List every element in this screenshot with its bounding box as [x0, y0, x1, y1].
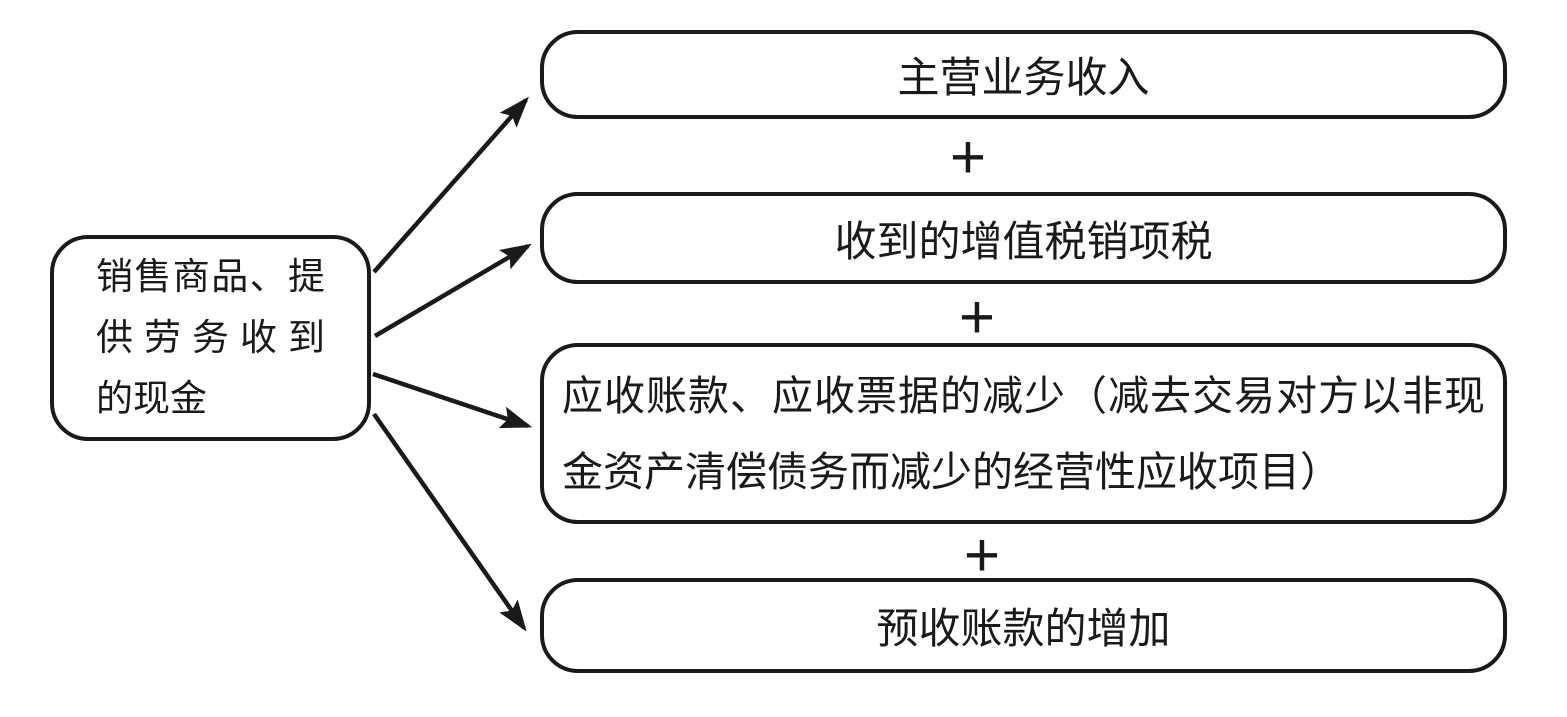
- source-box-line: 销售商品、提: [96, 256, 325, 298]
- target-box-main-revenue: 主营业务收入: [540, 30, 1507, 119]
- plus-operator: +: [958, 283, 996, 352]
- target-box-vat-output: 收到的增值税销项税: [540, 192, 1507, 284]
- arrow-to-advances-increase: [372, 412, 527, 632]
- target-label: 应收账款、应收票据的减少（减去交易对方以非现金资产清偿债务而减少的经营性应收项目…: [562, 372, 1485, 495]
- target-label: 收到的增值税销项税: [834, 219, 1213, 266]
- plus-operator: +: [963, 521, 1001, 590]
- source-box: 销售商品、提 供劳务收到 的现金: [50, 235, 371, 441]
- target-label: 主营业务收入: [897, 56, 1150, 102]
- arrow-to-main-revenue: [372, 96, 529, 274]
- target-box-receivables-decrease: 应收账款、应收票据的减少（减去交易对方以非现金资产清偿债务而减少的经营性应收项目…: [540, 343, 1507, 524]
- source-box-line: 供劳务收到: [96, 317, 325, 359]
- plus-operator: +: [949, 123, 987, 192]
- target-label: 预收账款的增加: [876, 607, 1171, 653]
- source-box-line: 的现金: [96, 378, 207, 420]
- target-box-advances-increase: 预收账款的增加: [540, 578, 1507, 673]
- arrow-to-receivables-decrease: [372, 371, 533, 429]
- arrow-to-vat-output: [373, 243, 532, 338]
